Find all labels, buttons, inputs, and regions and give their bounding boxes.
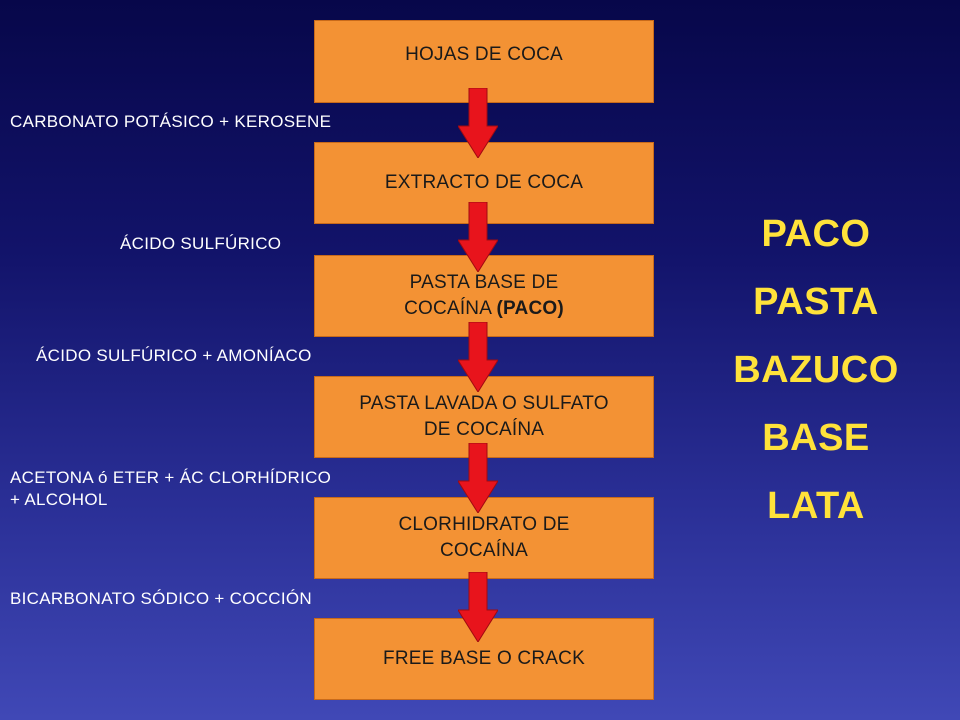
- down-arrow-icon: [458, 322, 498, 392]
- box-label: HOJAS DE COCA: [405, 43, 563, 65]
- reagent-label: CARBONATO POTÁSICO + KEROSENE: [10, 112, 332, 131]
- reagent-label-line2: + ALCOHOL: [10, 490, 108, 509]
- box-label-line2: DE COCAÍNA: [423, 419, 545, 440]
- box-label-line1: PASTA LAVADA O SULFATO: [359, 393, 609, 414]
- street-name: PACO: [761, 213, 871, 255]
- street-name: PASTA: [753, 281, 879, 323]
- box-label-line2: COCAÍNA: [440, 540, 528, 561]
- down-arrow-icon: [458, 572, 498, 642]
- reagent-label: BICARBONATO SÓDICO + COCCIÓN: [10, 589, 313, 608]
- reagent-label: ÁCIDO SULFÚRICO + AMONÍACO: [36, 346, 312, 365]
- down-arrow-icon: [458, 443, 498, 513]
- reagent-label: ÁCIDO SULFÚRICO: [120, 234, 282, 253]
- box-label-line1: CLORHIDRATO DE: [398, 514, 570, 535]
- reagent-label-multiline: ACETONA ó ETER + ÁC CLORHÍDRICO + ALCOHO…: [10, 467, 331, 511]
- reagent-label-line1: ACETONA ó ETER + ÁC CLORHÍDRICO: [10, 468, 332, 487]
- box-label-line1: PASTA BASE DE: [409, 272, 559, 293]
- down-arrow-icon: [458, 88, 498, 158]
- down-arrow-icon: [458, 202, 498, 272]
- street-name: BASE: [762, 417, 870, 459]
- box-label-line2-text: COCAÍNA: [404, 298, 497, 319]
- box-label-line2-bold: (PACO): [496, 298, 564, 319]
- box-label-line2: COCAÍNA (PACO): [404, 296, 564, 322]
- street-names-list: PACO PASTA BAZUCO BASE LATA: [716, 200, 916, 540]
- box-clorhidrato: CLORHIDRATO DE COCAÍNA: [314, 497, 654, 579]
- box-label: EXTRACTO DE COCA: [384, 172, 584, 193]
- street-name: LATA: [767, 485, 865, 527]
- box-label: FREE BASE O CRACK: [383, 648, 585, 669]
- street-name: BAZUCO: [733, 349, 899, 391]
